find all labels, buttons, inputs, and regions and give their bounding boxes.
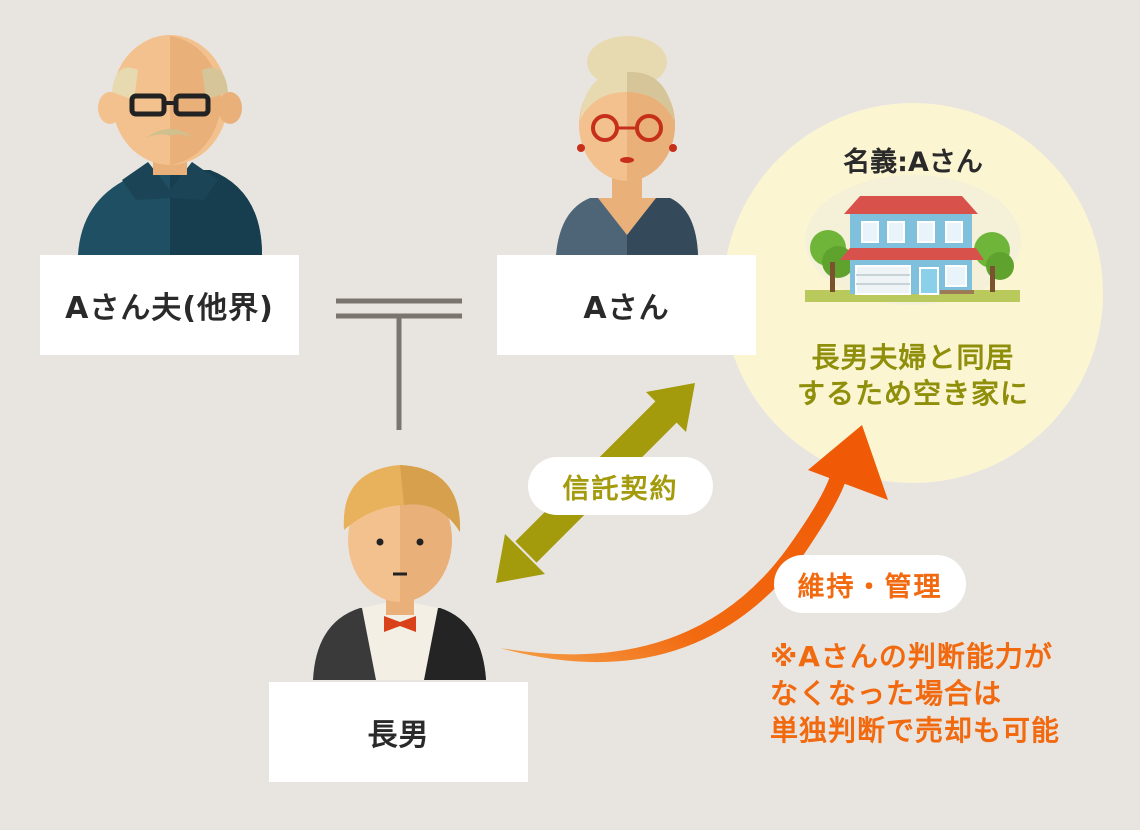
husband-illustration (78, 35, 262, 255)
sale-note-line2: なくなった場合は (770, 677, 1003, 710)
son-label-box: 長男 (269, 682, 528, 782)
house-owner-title: 名義:Aさん (843, 147, 983, 178)
husband-label-box: Aさん夫(他界) (40, 255, 299, 355)
maintain-manage-label: 維持・管理 (774, 555, 966, 613)
marriage-connector (336, 298, 462, 430)
house-description: 長男夫婦と同居 するため空き家に (723, 340, 1103, 412)
wife-label: Aさん (583, 291, 670, 326)
wife-illustration (556, 36, 698, 255)
house-description-line1: 長男夫婦と同居 (811, 341, 1015, 374)
wife-label-box: Aさん (497, 255, 756, 355)
trust-contract-label: 信託契約 (528, 457, 713, 515)
sale-note-line3: 単独判断で売却も可能 (770, 714, 1061, 747)
maintain-manage-text: 維持・管理 (797, 571, 943, 603)
house-illustration (805, 175, 1021, 305)
sale-note: ※Aさんの判断能力が なくなった場合は 単独判断で売却も可能 (770, 638, 1135, 749)
husband-label: Aさん夫(他界) (65, 291, 274, 326)
son-label: 長男 (367, 718, 430, 753)
sale-note-line1: ※Aさんの判断能力が (770, 640, 1053, 673)
son-illustration (313, 465, 486, 680)
trust-contract-text: 信託契約 (562, 473, 679, 505)
house-description-line2: するため空き家に (796, 377, 1029, 410)
